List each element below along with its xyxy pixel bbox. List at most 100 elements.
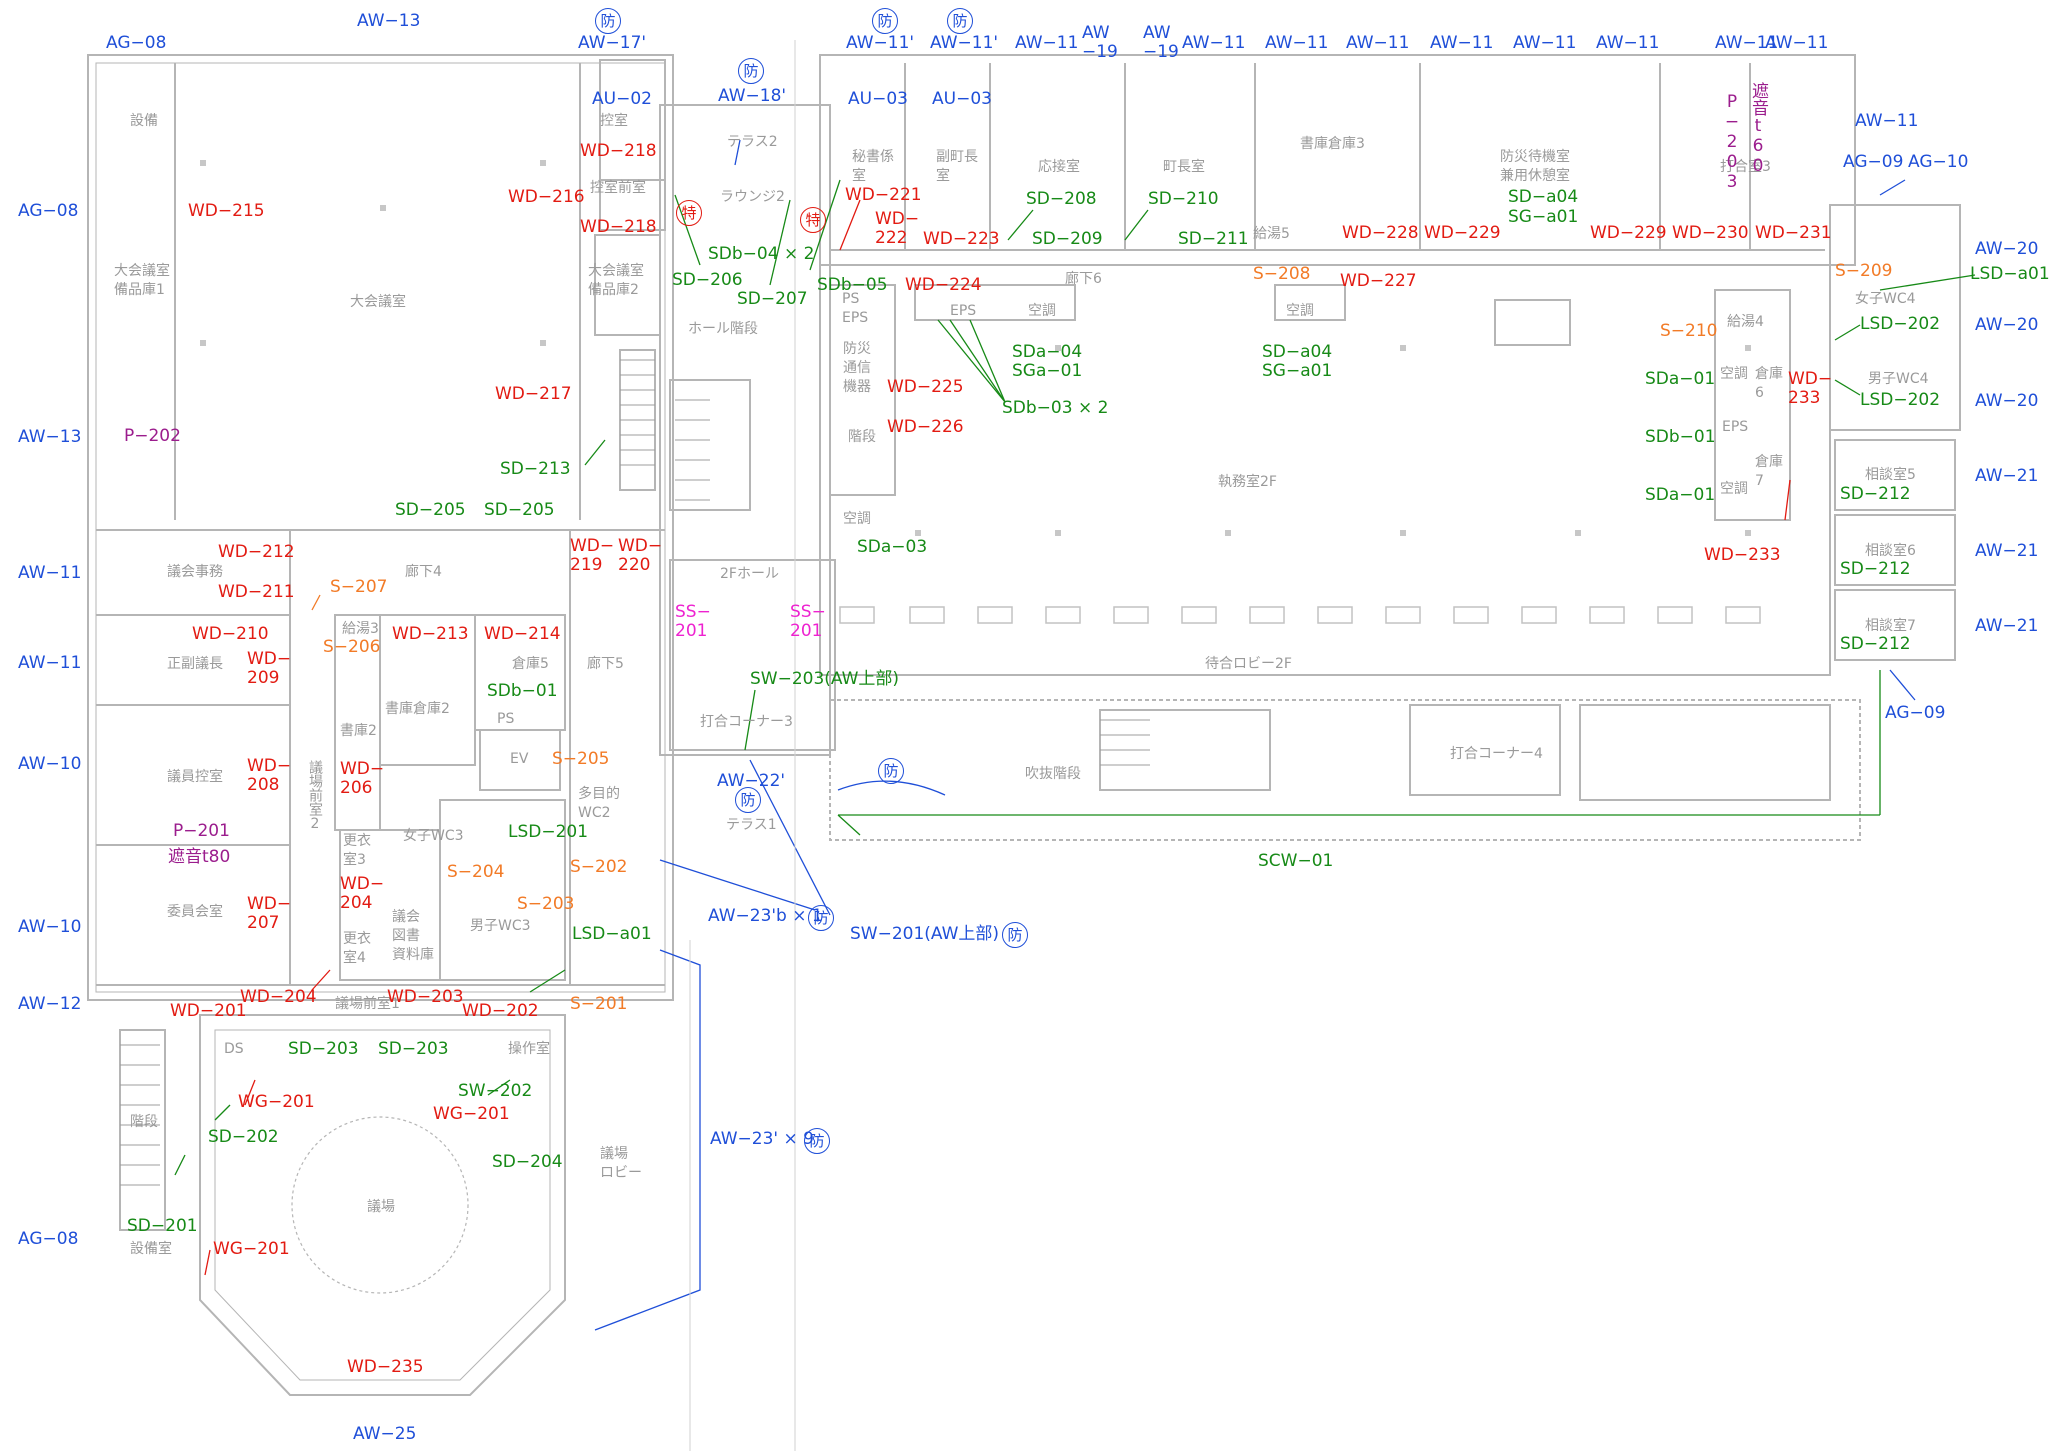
room-label-r66: テラス1: [726, 817, 777, 833]
callout-wd20: WD−212: [218, 542, 295, 562]
room-label-r71: 男子WC4: [1868, 371, 1929, 387]
room-label-r33: EPS: [1722, 419, 1749, 435]
callout-aw4: AW−18': [718, 86, 787, 106]
callout-aw33: AW−20: [1975, 239, 2039, 259]
callout-aw20: AU−03: [932, 89, 992, 109]
callout-wd22: WD−210: [192, 624, 269, 644]
callout-sd15: SD−205: [395, 500, 466, 520]
callout-sd31: SDa−01: [1645, 485, 1716, 505]
room-label-r63: 議場ロビー: [600, 1146, 642, 1181]
callout-sd19: LSD−201: [508, 822, 589, 842]
room-label-r41: 廊下5: [587, 656, 624, 672]
callout-wd5: WD−221: [845, 185, 922, 205]
callout-sd18: SDb−01: [487, 681, 558, 701]
callout-aw8: AW−19: [1082, 23, 1118, 62]
room-label-r9: ホール階段: [688, 321, 758, 337]
callout-wd28: WD−204: [340, 874, 385, 913]
room-label-r43: 給湯3: [342, 621, 379, 637]
callout-s8: S−202: [570, 857, 628, 877]
callout-aw2: AW−13: [357, 11, 421, 31]
callout-aw36: AW−21: [1975, 466, 2039, 486]
callout-wd13: WD−227: [1340, 271, 1417, 291]
room-label-r55: 議会図書資料庫: [392, 909, 434, 963]
callout-aw7: AW−11: [1015, 33, 1079, 53]
room-label-r13: 町長室: [1163, 159, 1205, 175]
assembly-floor-circle: [291, 1116, 469, 1294]
callout-sd6: SG−a01: [1508, 207, 1579, 227]
room-label-r60: 操作室: [508, 1041, 550, 1057]
room-label-r68: 打合コーナー4: [1450, 746, 1543, 762]
callout-wd35: WG−201: [433, 1104, 510, 1124]
callout-aw10: AW−11: [1182, 33, 1246, 53]
room-label-r3: 大会議室: [350, 294, 406, 310]
room-label-r32: 空調: [1720, 366, 1748, 382]
callout-p5: 遮音t60: [1748, 82, 1768, 176]
callout-wd1: WD−215: [188, 201, 265, 221]
callout-sd29: SDa−01: [1645, 369, 1716, 389]
fire-prevention-icon: 防: [947, 8, 973, 34]
callout-sd28: SCW−01: [1258, 851, 1334, 871]
callout-sd34: LSD−202: [1860, 390, 1941, 410]
room-label-r54: 委員会室: [167, 904, 223, 920]
room-label-r34: 空調: [1720, 481, 1748, 497]
callout-aw21: AG−08: [18, 201, 79, 221]
callout-sd26: SD−201: [127, 1216, 198, 1236]
callout-aw40: AW−22': [717, 771, 786, 791]
callout-wd2: WD−218: [580, 141, 657, 161]
callout-sd4: SD−211: [1178, 229, 1249, 249]
callout-aw12: AW−11: [1346, 33, 1410, 53]
fire-prevention-icon: 防: [804, 1128, 830, 1154]
callout-sd21: SD−203: [288, 1039, 359, 1059]
callout-sd7: SDb−04 × 2: [708, 244, 815, 264]
callout-wd6: WD−222: [875, 209, 920, 248]
callout-p4: P−203: [1722, 92, 1742, 192]
callout-wd38: WD−233: [1788, 369, 1833, 408]
callout-wd10: WD−229: [1590, 223, 1667, 243]
callout-aw34: AW−20: [1975, 315, 2039, 335]
room-label-r37: 相談室7: [1865, 618, 1916, 634]
callout-wd3: WD−216: [508, 187, 585, 207]
callout-wd27: WD−206: [340, 759, 385, 798]
callout-aw41: AW−23'b × 1: [708, 906, 823, 926]
callout-wd25: WD−214: [484, 624, 561, 644]
callout-wd24: WD−213: [392, 624, 469, 644]
callout-sd36: SD−212: [1840, 559, 1911, 579]
callout-wd34: WG−201: [238, 1092, 315, 1112]
room-label-r58: 議場前室1: [335, 996, 400, 1012]
special-mark-icon: 特: [800, 207, 826, 233]
callout-sd1: SD−208: [1026, 189, 1097, 209]
callout-aw11: AW−11: [1265, 33, 1329, 53]
room-label-r35: 相談室5: [1865, 467, 1916, 483]
room-label-r28: 2Fホール: [720, 566, 779, 582]
room-label-r49: 議員控室: [167, 769, 223, 785]
room-label-r45: 倉庫5: [512, 656, 549, 672]
callout-aw39: AG−09: [1885, 703, 1946, 723]
room-label-r62: 議場: [367, 1199, 395, 1215]
room-label-r18: 廊下6: [1065, 271, 1102, 287]
callout-s1: S−208: [1253, 264, 1311, 284]
room-label-r11: 副町長室: [936, 149, 978, 184]
room-label-r50: 議場前室2: [307, 760, 323, 832]
room-label-r15: 防災待機室兼用休憩室: [1500, 149, 1570, 184]
callout-wd37: WD−235: [347, 1357, 424, 1377]
callout-aw25: AW−10: [18, 754, 82, 774]
callout-sd32: LSD−a01: [1970, 264, 2049, 284]
callout-sd2: SD−209: [1032, 229, 1103, 249]
callout-s2: S−209: [1835, 261, 1893, 281]
callout-aw43: AW−23' × 9: [710, 1129, 814, 1149]
callout-s6: S−205: [552, 749, 610, 769]
fire-prevention-icon: 防: [595, 8, 621, 34]
callout-p1: P−202: [124, 426, 181, 446]
room-label-r70: 女子WC4: [1855, 291, 1916, 307]
callout-sd14: SD−213: [500, 459, 571, 479]
fire-prevention-icon: 防: [1002, 922, 1028, 948]
callout-wd15: WD−225: [887, 377, 964, 397]
room-label-r44: 書庫倉庫2: [385, 701, 450, 717]
callout-aw9: AW−19: [1143, 23, 1179, 62]
callout-wd26: WD−208: [247, 756, 292, 795]
callout-sd24: SD−202: [208, 1127, 279, 1147]
